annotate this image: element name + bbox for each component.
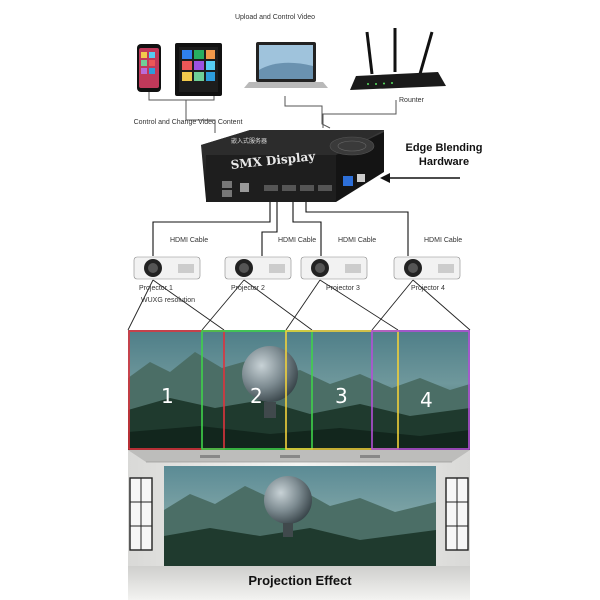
edge-blending-callout: Edge Blending Hardware	[404, 141, 484, 169]
laptop-icon	[244, 42, 328, 88]
projector-4-label: Projector 4	[411, 285, 445, 292]
router-icon	[350, 28, 446, 90]
callout-line-2: Hardware	[418, 156, 470, 168]
hdmi-cable-label-4: HDMI Cable	[424, 237, 463, 244]
callout-line-1: Edge Blending	[405, 142, 483, 154]
control-change-label: Control and Change Video Content	[133, 119, 243, 126]
room-scene	[128, 450, 470, 600]
projector-1-sub: WUXG resolution	[141, 297, 196, 304]
hdmi-cable-label-2: HDMI Cable	[278, 237, 317, 244]
projector-3-label: Projector 3	[326, 285, 360, 292]
upload-control-label: Upload and Control Video	[234, 14, 316, 21]
projection-effect-label: Projection Effect	[248, 573, 352, 588]
zone-number-1: 1	[161, 384, 174, 408]
edge-blending-hardware	[201, 130, 384, 202]
projector-1-label: Projector 1	[139, 285, 173, 292]
hardware-chinese-label: 嵌入式服务器	[231, 138, 268, 145]
hdmi-cable-label-1: HDMI Cable	[170, 237, 209, 244]
zone-number-2: 2	[250, 384, 263, 408]
arrow-left-icon	[380, 173, 460, 183]
projection-screen	[128, 330, 470, 450]
overlap-zones	[128, 330, 470, 450]
hdmi-cable-label-3: HDMI Cable	[338, 237, 377, 244]
phone-icon	[137, 44, 161, 92]
zone-number-4: 4	[420, 388, 433, 412]
hdmi-cable-lines	[152, 202, 409, 256]
tablet-icon	[175, 43, 222, 96]
projector-icon	[133, 256, 461, 280]
router-label: Rounter	[399, 97, 424, 104]
projection-beams	[127, 279, 471, 331]
projector-2-label: Projector 2	[231, 285, 265, 292]
zone-number-3: 3	[335, 384, 348, 408]
device-connector-lines	[148, 92, 397, 133]
